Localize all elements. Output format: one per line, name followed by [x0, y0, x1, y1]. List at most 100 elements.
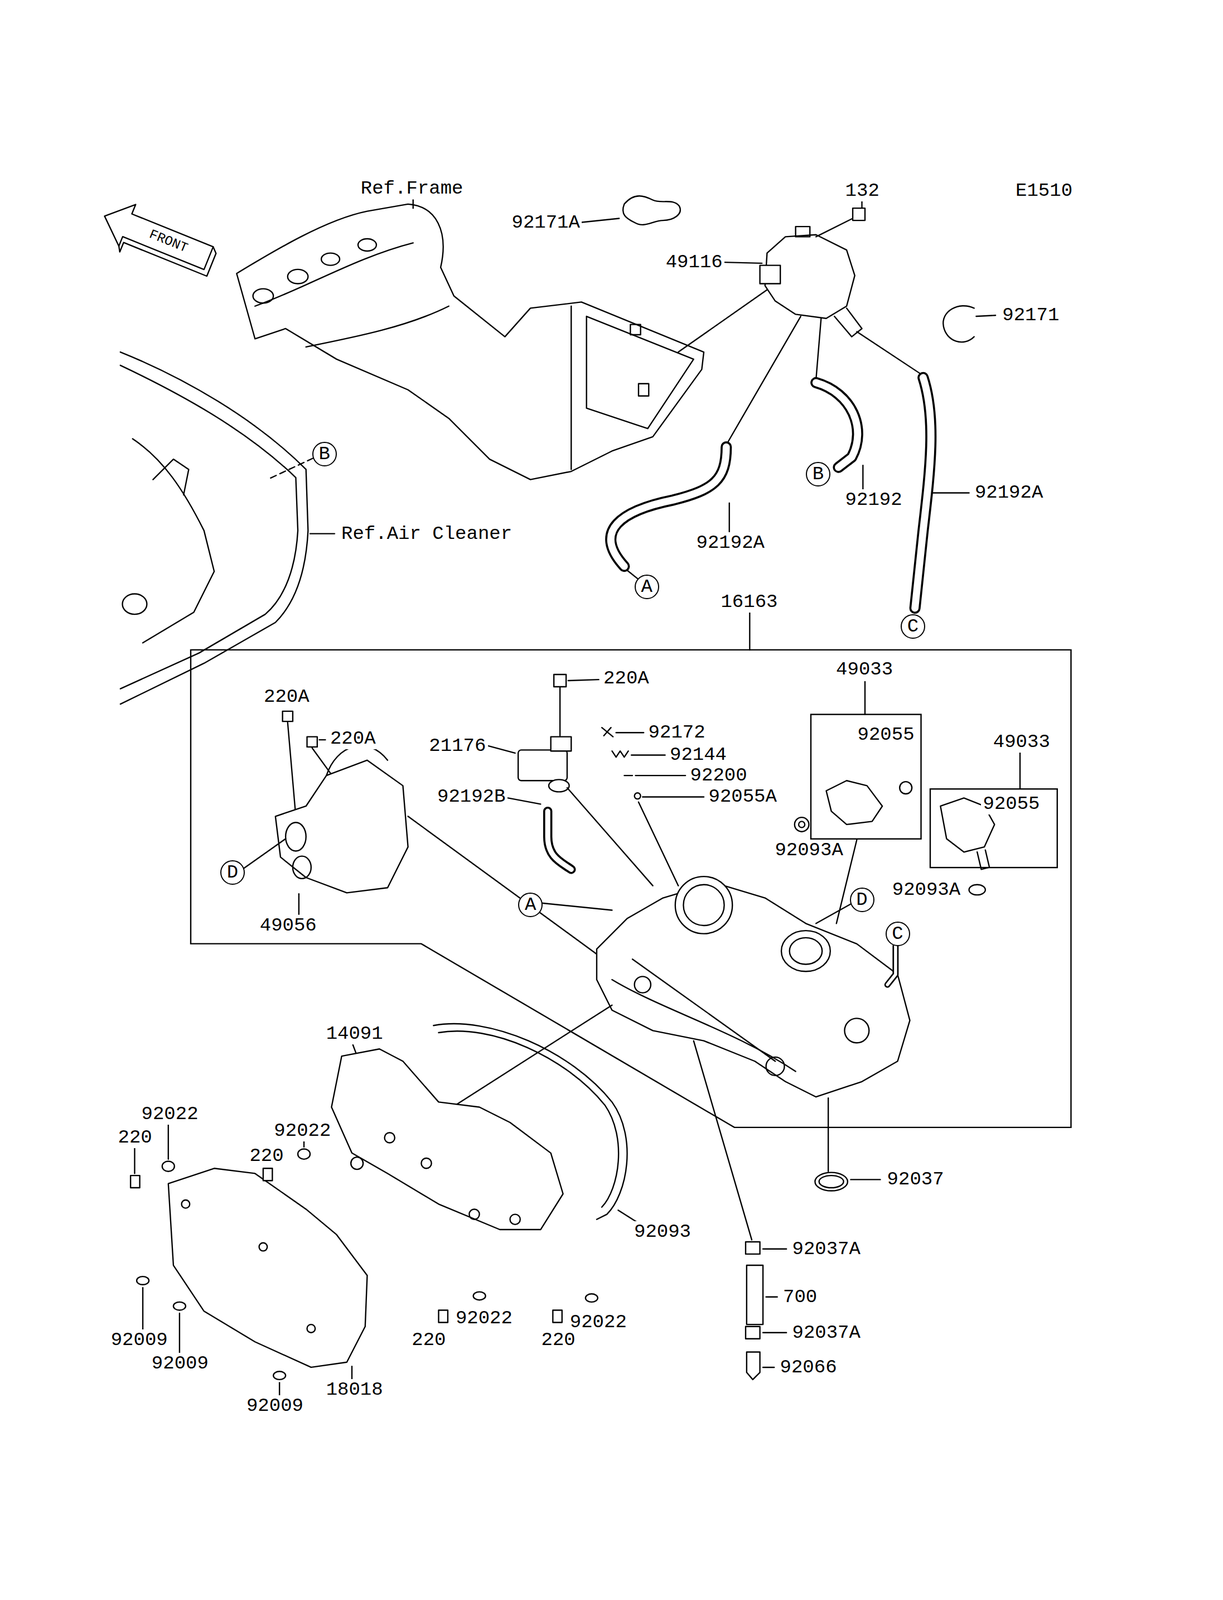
label-holder: 220A — [601, 668, 651, 688]
label-holder: 700 — [781, 1287, 819, 1307]
callout-number: Ref.Frame — [359, 177, 466, 200]
label-holder: E1510 — [1013, 181, 1075, 201]
cover-drawing-part — [331, 1048, 563, 1230]
callout-number: 92171 — [1000, 304, 1061, 326]
throttle-body-drawing-part — [819, 1175, 844, 1188]
injector-drawing-part — [815, 904, 851, 924]
reference-letter: A — [524, 895, 536, 915]
text-holder: 92055 — [980, 794, 1042, 814]
gasket-drawing-part — [580, 218, 620, 222]
box-outline — [810, 658, 922, 839]
text-holder: 49033 — [991, 732, 1052, 752]
callout-number: 220A — [328, 727, 378, 749]
frame-drawing-part — [630, 324, 641, 335]
callout-number: 220 — [116, 1126, 154, 1148]
cover-drawing — [130, 1023, 638, 1396]
parts-illustration-part — [94, 195, 1021, 1396]
injector-drawing-part — [798, 820, 805, 828]
label-holder: 21176 — [427, 736, 488, 756]
label-holder: 49056 — [258, 915, 319, 935]
pump-drawing — [243, 711, 597, 954]
label-holder: 92037 — [885, 1169, 946, 1189]
label-holder: 49116 — [664, 252, 725, 272]
callout-number: 92093 — [632, 1220, 693, 1242]
label-holder: 220 — [409, 1330, 448, 1350]
cover-drawing-part — [552, 1309, 562, 1323]
callout-number: 18018 — [324, 1378, 385, 1400]
valve-drawing-part — [726, 316, 801, 445]
callout-number: 92022 — [453, 1307, 515, 1329]
callout-number: 220 — [409, 1328, 448, 1351]
callout-number: 220 — [247, 1144, 285, 1167]
pump-drawing-part — [292, 856, 312, 879]
frame-drawing-part — [321, 253, 340, 266]
hose-drawing-part — [915, 377, 932, 608]
callout-number: 92093A — [890, 878, 963, 901]
label-holder: 92172 — [646, 722, 708, 742]
reference-letter: B — [812, 464, 824, 484]
sensor-drawing-part — [518, 749, 568, 781]
sensor-drawing-part — [631, 753, 665, 756]
frame-drawing-part — [254, 242, 413, 306]
frame-drawing-part — [638, 383, 649, 396]
pump-drawing-part — [243, 838, 286, 869]
throttle-body-drawing-part — [611, 979, 796, 1072]
label-holder: FRONT — [147, 228, 190, 256]
callout-number: 92144 — [668, 743, 729, 766]
sensor-drawing-part — [611, 750, 628, 757]
part-number: 49033 — [834, 658, 895, 680]
throttle-body-drawing-part — [762, 1248, 787, 1250]
label-holder: 92093 — [632, 1221, 693, 1241]
air-cleaner-drawing-part — [310, 532, 335, 534]
injector-drawing-part — [864, 681, 866, 715]
injector-drawing-part — [794, 817, 810, 832]
callout-number: 92055A — [707, 785, 779, 807]
callout-number: 92192A — [694, 532, 767, 554]
air-cleaner-drawing-part — [152, 458, 189, 495]
cover-drawing-part — [167, 1124, 169, 1159]
sensor-drawing-part — [567, 787, 654, 886]
pump-drawing-part — [275, 760, 409, 893]
pump-drawing-part — [298, 893, 300, 915]
reference-letter: A — [640, 577, 652, 597]
reference-letter: D — [226, 862, 239, 882]
sensor-drawing-part — [559, 687, 561, 736]
pump-drawing-part — [285, 822, 307, 851]
label-holder: 92171 — [1000, 305, 1061, 325]
label-holder: 14091 — [324, 1023, 385, 1043]
cover-drawing-part — [307, 1323, 316, 1333]
label-holder: 92009 — [109, 1330, 170, 1350]
callout-number: 700 — [781, 1286, 819, 1308]
label-holder: 220 — [539, 1330, 578, 1350]
part-number: 49033 — [991, 731, 1052, 753]
kit-box: 49033 92055 — [930, 730, 1058, 868]
label-holder: 92022 — [139, 1104, 201, 1124]
label-holder: 220 — [247, 1146, 285, 1166]
callout-number: 92022 — [272, 1119, 333, 1142]
sensor-drawing-part — [547, 810, 572, 869]
cover-drawing-part — [179, 1312, 181, 1353]
direction-text: FRONT — [147, 226, 191, 256]
label-holder: 92022 — [272, 1120, 333, 1140]
callout-number: 220A — [262, 685, 312, 708]
label-holder: 92037A — [790, 1322, 862, 1342]
throttle-body-drawing-part — [827, 1097, 829, 1172]
callout-number: 92009 — [150, 1352, 211, 1374]
cover-drawing-part — [259, 1242, 268, 1251]
injector-drawing-part — [977, 849, 990, 870]
air-cleaner-drawing-part — [132, 438, 215, 644]
callout-number: 92192 — [843, 489, 905, 511]
sensor-drawing-part — [553, 674, 567, 687]
cover-drawing-part — [181, 1199, 191, 1208]
cover-drawing-part — [142, 1287, 144, 1329]
part-number: 92055 — [856, 723, 917, 746]
reference-circle: D — [849, 887, 875, 912]
label-holder: 220 — [116, 1127, 154, 1147]
hose-drawing-part — [627, 569, 638, 579]
throttle-body-drawing-part — [762, 1366, 775, 1368]
callout-number: 92022 — [139, 1103, 201, 1125]
sensor-drawing-part — [635, 774, 686, 776]
label-holder: 92093A — [772, 840, 845, 860]
callout-number: 220A — [601, 667, 651, 689]
